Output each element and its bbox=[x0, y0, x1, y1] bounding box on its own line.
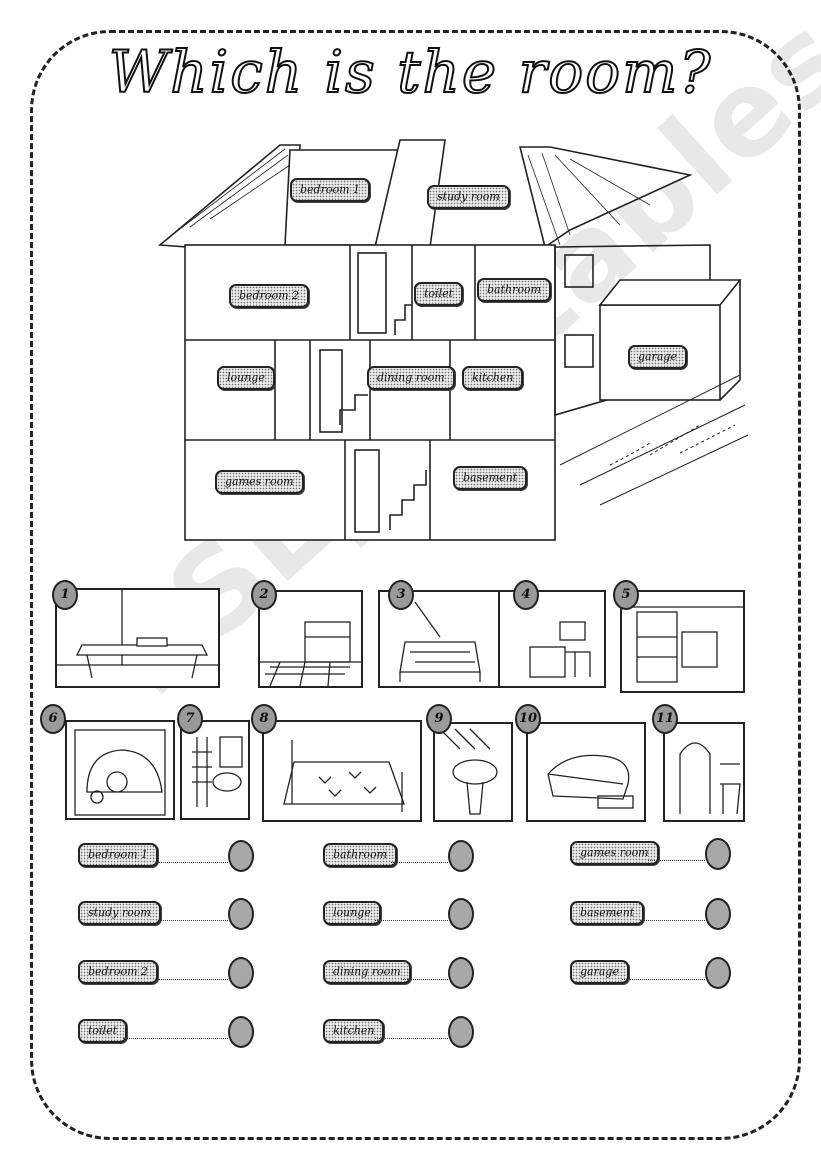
answer-label: bedroom 1 bbox=[78, 843, 159, 867]
picture-garage bbox=[65, 720, 175, 820]
picture-number-6: 6 bbox=[40, 704, 66, 734]
answer-row-lounge: lounge bbox=[323, 898, 478, 930]
answer-oval[interactable] bbox=[448, 957, 474, 989]
answer-line bbox=[158, 862, 228, 863]
picture-number-7: 7 bbox=[177, 704, 203, 734]
answer-oval[interactable] bbox=[228, 957, 254, 989]
answer-label: bathroom bbox=[323, 843, 398, 867]
picture-study-room bbox=[498, 590, 606, 688]
answer-row-bedroom-2: bedroom 2 bbox=[78, 957, 258, 989]
answer-line bbox=[640, 920, 705, 921]
label-games-room: games room bbox=[215, 470, 304, 494]
answer-label: garage bbox=[570, 960, 629, 984]
page-title: Which is the room? bbox=[108, 37, 713, 107]
label-basement: basement bbox=[453, 466, 528, 490]
answer-row-garage: garage bbox=[570, 957, 735, 989]
answer-row-toilet: toilet bbox=[78, 1016, 258, 1048]
answer-label: games room bbox=[570, 841, 659, 865]
picture-number-5: 5 bbox=[613, 580, 639, 610]
answer-oval[interactable] bbox=[448, 898, 474, 930]
label-bedroom-1: bedroom 1 bbox=[290, 178, 371, 202]
picture-number-11: 11 bbox=[652, 704, 678, 734]
answer-line bbox=[123, 1038, 228, 1039]
answer-oval[interactable] bbox=[228, 1016, 254, 1048]
picture-toilet bbox=[180, 720, 250, 820]
picture-games-room bbox=[55, 588, 220, 688]
picture-number-1: 1 bbox=[52, 580, 78, 610]
picture-kitchen bbox=[258, 590, 363, 688]
picture-number-8: 8 bbox=[251, 704, 277, 734]
page-border bbox=[30, 30, 801, 1140]
answer-oval[interactable] bbox=[228, 840, 254, 872]
answer-label: dining room bbox=[323, 960, 411, 984]
label-bedroom-2: bedroom 2 bbox=[229, 284, 310, 308]
picture-number-10: 10 bbox=[515, 704, 541, 734]
answer-oval[interactable] bbox=[228, 898, 254, 930]
answer-oval[interactable] bbox=[705, 957, 731, 989]
answer-label: basement bbox=[570, 901, 645, 925]
answer-label: toilet bbox=[78, 1019, 128, 1043]
picture-bedroom-big bbox=[262, 720, 422, 822]
answer-line bbox=[622, 979, 705, 980]
answer-line bbox=[648, 860, 705, 861]
label-lounge: lounge bbox=[217, 366, 275, 390]
answer-row-study-room: study room bbox=[78, 898, 258, 930]
answer-oval[interactable] bbox=[705, 838, 731, 870]
answer-label: lounge bbox=[323, 901, 381, 925]
answer-label: kitchen bbox=[323, 1019, 385, 1043]
picture-number-2: 2 bbox=[251, 580, 277, 610]
answer-line bbox=[391, 862, 448, 863]
answer-line bbox=[401, 979, 448, 980]
picture-number-4: 4 bbox=[513, 580, 539, 610]
label-dining-room: dining room bbox=[367, 366, 455, 390]
answer-row-kitchen: kitchen bbox=[323, 1016, 478, 1048]
answer-oval[interactable] bbox=[448, 1016, 474, 1048]
picture-hall bbox=[663, 722, 745, 822]
answer-row-games-room: games room bbox=[570, 838, 735, 870]
label-study-room: study room bbox=[427, 185, 510, 209]
picture-lounge bbox=[526, 722, 646, 822]
answer-row-basement: basement bbox=[570, 898, 735, 930]
answer-line bbox=[375, 1038, 448, 1039]
picture-number-9: 9 bbox=[426, 704, 452, 734]
label-kitchen: kitchen bbox=[462, 366, 524, 390]
picture-number-3: 3 bbox=[388, 580, 414, 610]
roof-right bbox=[518, 146, 693, 249]
answer-row-dining-room: dining room bbox=[323, 957, 478, 989]
answer-line bbox=[158, 979, 228, 980]
answer-label: study room bbox=[78, 901, 161, 925]
label-bathroom: bathroom bbox=[477, 278, 552, 302]
answer-oval[interactable] bbox=[705, 898, 731, 930]
picture-bathroom bbox=[433, 722, 513, 822]
answer-row-bathroom: bathroom bbox=[323, 840, 478, 872]
picture-dining-room bbox=[620, 590, 745, 693]
answer-line bbox=[158, 920, 228, 921]
label-garage: garage bbox=[628, 345, 687, 369]
answer-row-bedroom-1: bedroom 1 bbox=[78, 840, 258, 872]
answer-line bbox=[375, 920, 448, 921]
answer-label: bedroom 2 bbox=[78, 960, 159, 984]
answer-oval[interactable] bbox=[448, 840, 474, 872]
label-toilet: toilet bbox=[414, 282, 464, 306]
